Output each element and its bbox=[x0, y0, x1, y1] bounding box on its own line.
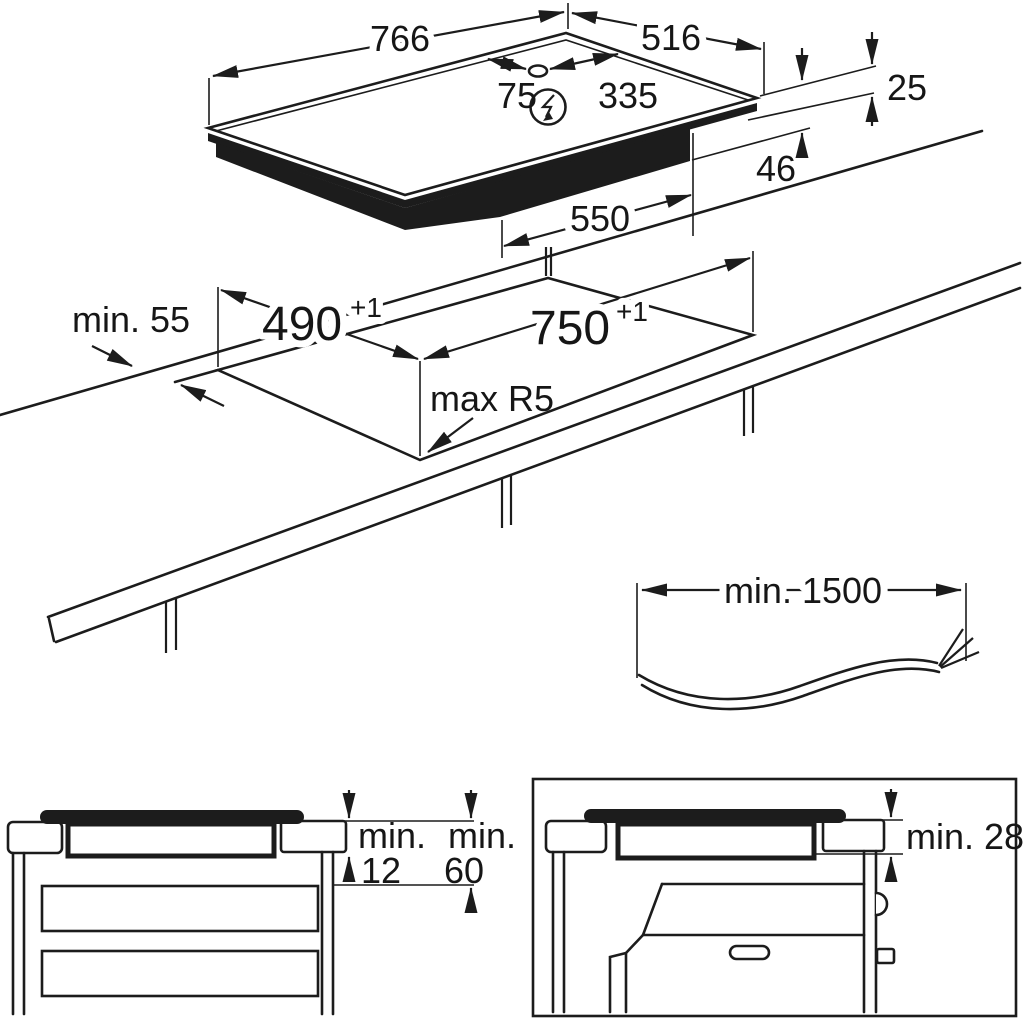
power-connection-icon bbox=[529, 88, 567, 126]
dim-cutout-750: 750 +1 bbox=[423, 251, 754, 362]
min-28-label: min. 28 bbox=[906, 816, 1024, 857]
panel-border bbox=[531, 777, 1018, 1018]
drawer-lower bbox=[40, 949, 320, 998]
dim-outlet-75: 75 bbox=[487, 56, 537, 116]
hob-isometric-view: 766 516 75 335 25 bbox=[203, 3, 927, 258]
hob-glass-edge-band bbox=[208, 103, 757, 208]
max-r5-label: max R5 bbox=[430, 378, 554, 419]
dim-depth-46: 46 bbox=[691, 48, 811, 189]
dim-25-label: 25 bbox=[887, 67, 927, 108]
clearance-b-label: min. bbox=[448, 815, 516, 856]
dim-490-label: 490 bbox=[262, 298, 342, 351]
dim-490-tolerance: +1 bbox=[350, 292, 382, 323]
clearance-a-label: min. bbox=[358, 815, 426, 856]
dim-550-label: 550 bbox=[570, 198, 630, 239]
built-in-oven bbox=[608, 882, 896, 1014]
hob-body bbox=[216, 128, 690, 230]
worktop-front-bottom-edge bbox=[54, 286, 1022, 644]
drawer-upper bbox=[40, 884, 320, 933]
mains-cable bbox=[637, 628, 980, 711]
hob-glass-section bbox=[40, 810, 304, 824]
cabinet-walls-2 bbox=[551, 849, 878, 1014]
worktop-cutout-view: 490 +1 750 +1 min. 55 max R5 bbox=[0, 129, 1022, 653]
dim-750-label: 750 bbox=[530, 302, 610, 355]
dim-drawer-clearances: min. 12 min. 60 bbox=[334, 790, 516, 913]
dim-cutout-490: 490 +1 bbox=[217, 285, 421, 456]
dim-depth-516: 516 bbox=[571, 10, 765, 94]
dim-outlet-335: 335 bbox=[549, 52, 658, 116]
clearance-a-value: 12 bbox=[361, 850, 401, 891]
dim-516-label: 516 bbox=[641, 17, 701, 58]
oven-hinge-bump bbox=[874, 891, 889, 917]
cutout-edge-extension bbox=[173, 368, 220, 384]
min-55-label: min. 55 bbox=[72, 299, 190, 340]
dim-height-25: 25 bbox=[747, 32, 927, 126]
dim-750-tolerance: +1 bbox=[616, 296, 648, 327]
dim-75-label: 75 bbox=[497, 75, 537, 116]
worktop-left-piece bbox=[6, 820, 64, 855]
dim-46-label: 46 bbox=[756, 148, 796, 189]
dim-width-766: 766 bbox=[208, 3, 569, 125]
hob-glass-inner-edge bbox=[215, 39, 749, 132]
oven-handle bbox=[728, 944, 771, 961]
dim-corner-radius: max R5 bbox=[427, 378, 554, 453]
worktop-right-piece-2 bbox=[821, 818, 886, 853]
drawer-section-view: min. 12 min. 60 bbox=[6, 790, 516, 1016]
dim-335-label: 335 bbox=[598, 75, 658, 116]
worktop-left-end bbox=[47, 617, 56, 643]
mains-cable-view: min. 1500 bbox=[636, 563, 980, 711]
oven-section-view: min. 28 bbox=[531, 777, 1024, 1018]
dim-body-550: 550 bbox=[501, 133, 694, 258]
dim-766-label: 766 bbox=[370, 18, 430, 59]
clearance-b-value: 60 bbox=[444, 850, 484, 891]
hob-glass-section-2 bbox=[584, 809, 846, 823]
hob-body-section-2 bbox=[615, 821, 817, 861]
worktop-front-top-edge bbox=[46, 261, 1022, 619]
dim-rear-clearance: min. 55 bbox=[72, 299, 225, 407]
worktop-right-piece bbox=[279, 819, 348, 854]
cabinet-walls bbox=[11, 850, 335, 1016]
hob-body-section bbox=[65, 821, 277, 859]
worktop-left-piece-2 bbox=[544, 819, 608, 854]
cable-length-label: min. 1500 bbox=[724, 570, 882, 611]
dim-oven-clearance: min. 28 bbox=[814, 789, 1024, 882]
oven-side-knob bbox=[875, 947, 896, 965]
